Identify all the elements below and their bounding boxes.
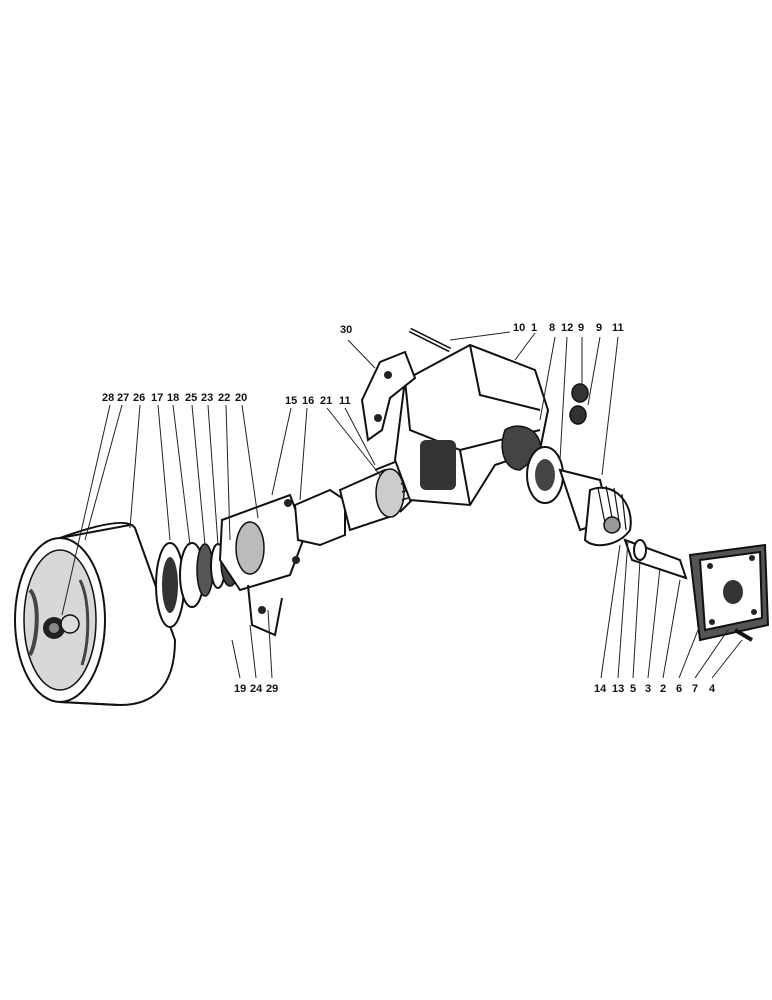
callout-label: 10 [513,322,525,334]
bearing-housing [218,493,307,637]
callout-label: 20 [235,392,247,404]
wheel-drum [14,521,177,707]
callout-label: 24 [250,683,263,695]
callout-label: 25 [185,392,197,404]
right-gear-assembly [526,446,688,580]
gearbox-housing [360,327,550,507]
left-shaft-tube [293,456,414,547]
callout-label: 28 [102,392,114,404]
callout-label: 16 [302,395,314,407]
callout-label: 2 [660,683,666,695]
drain-plugs [569,383,589,425]
callout-label: 9 [596,322,602,334]
callout-label: 9 [578,322,584,334]
callout-label: 4 [709,683,716,695]
callouts-bottom-right: 14 13 5 3 2 6 7 4 [594,683,716,695]
callout-label: 3 [645,683,651,695]
callout-label: 12 [561,322,573,334]
callout-label: 21 [320,395,332,407]
callout-label: 17 [151,392,163,404]
callout-label: 14 [594,683,607,695]
callout-label: 5 [630,683,636,695]
callout-label: 23 [201,392,213,404]
callout-label: 13 [612,683,624,695]
callout-label: 1 [531,322,537,334]
parts-drawing [14,327,770,707]
leader-lines [61,331,743,679]
end-cover-plate [688,543,770,642]
callout-label: 6 [676,683,682,695]
callout-label: 18 [167,392,179,404]
callouts-bottom-left: 19 24 29 [234,683,278,695]
callout-label: 8 [549,322,555,334]
callout-label: 27 [117,392,129,404]
callouts-top-left: 28 27 26 17 18 25 23 22 20 [102,392,247,404]
callouts-top-mid: 15 16 21 11 [285,395,351,407]
callout-label: 29 [266,683,278,695]
callout-label: 7 [692,683,698,695]
callout-label: 26 [133,392,145,404]
callout-label: 30 [340,324,352,336]
callout-label: 11 [612,322,624,334]
callouts-top-center: 30 10 1 8 12 9 9 11 [340,322,624,336]
callout-label: 22 [218,392,230,404]
callout-label: 15 [285,395,297,407]
callout-label: 19 [234,683,246,695]
callout-label: 11 [339,395,351,407]
